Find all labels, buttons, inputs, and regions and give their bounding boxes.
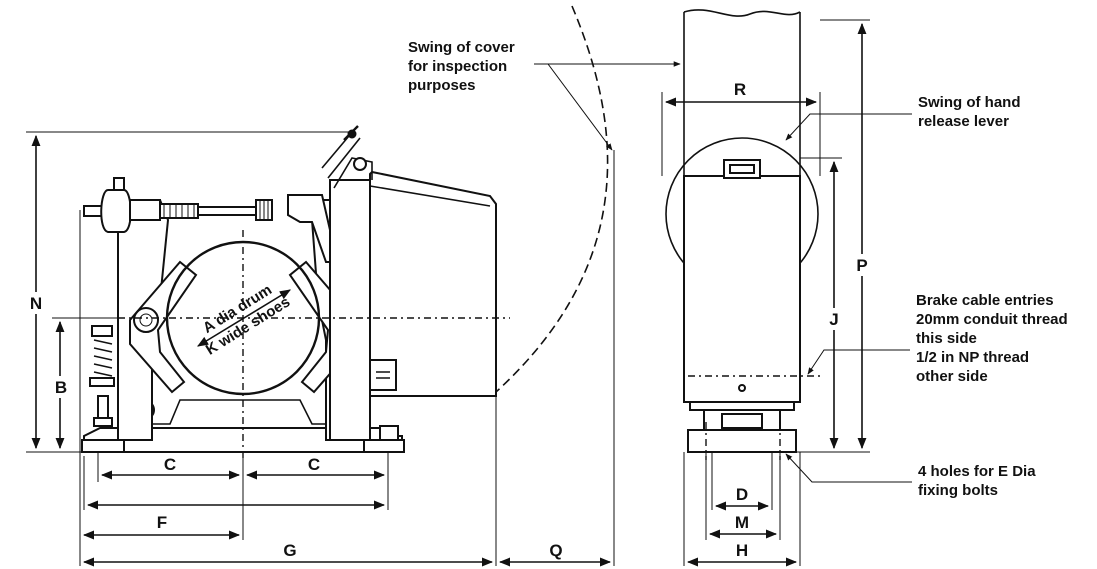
dim-p: P [856, 256, 867, 275]
cable-line1: Brake cable entries [916, 292, 1054, 309]
swing-lever-line2: release lever [918, 113, 1009, 130]
holes-line2: fixing bolts [918, 482, 998, 499]
dim-m: M [735, 513, 749, 532]
dim-d: D [736, 485, 748, 504]
cable-line3: this side [916, 330, 977, 347]
dim-n: N [30, 294, 42, 313]
holes-line1: 4 holes for E Dia [918, 463, 1036, 480]
dim-h: H [736, 541, 748, 560]
swing-cover-line3: purposes [408, 77, 476, 94]
dim-c-left: C [164, 455, 176, 474]
dim-f: F [157, 513, 167, 532]
dim-q: Q [549, 541, 562, 560]
cable-line4: 1/2 in NP thread [916, 349, 1029, 366]
right-callouts: Swing of hand release lever Brake cable … [785, 94, 1068, 499]
dim-j: J [829, 310, 838, 329]
side-dimensions: N B C C F G Q [26, 131, 615, 567]
dim-b: B [55, 378, 67, 397]
side-elevation: A dia drum K wide shoes [81, 5, 609, 460]
dim-r: R [734, 80, 746, 99]
cable-line5: other side [916, 368, 988, 385]
dim-g: G [283, 541, 296, 560]
swing-cover-line1: Swing of cover [408, 39, 515, 56]
end-elevation: R P J D M H [661, 9, 872, 567]
dim-c-right: C [308, 455, 320, 474]
swing-cover-callout: Swing of cover for inspection purposes [408, 39, 681, 151]
cable-line2: 20mm conduit thread [916, 311, 1068, 328]
swing-lever-line1: Swing of hand [918, 94, 1021, 111]
swing-cover-line2: for inspection [408, 58, 507, 75]
